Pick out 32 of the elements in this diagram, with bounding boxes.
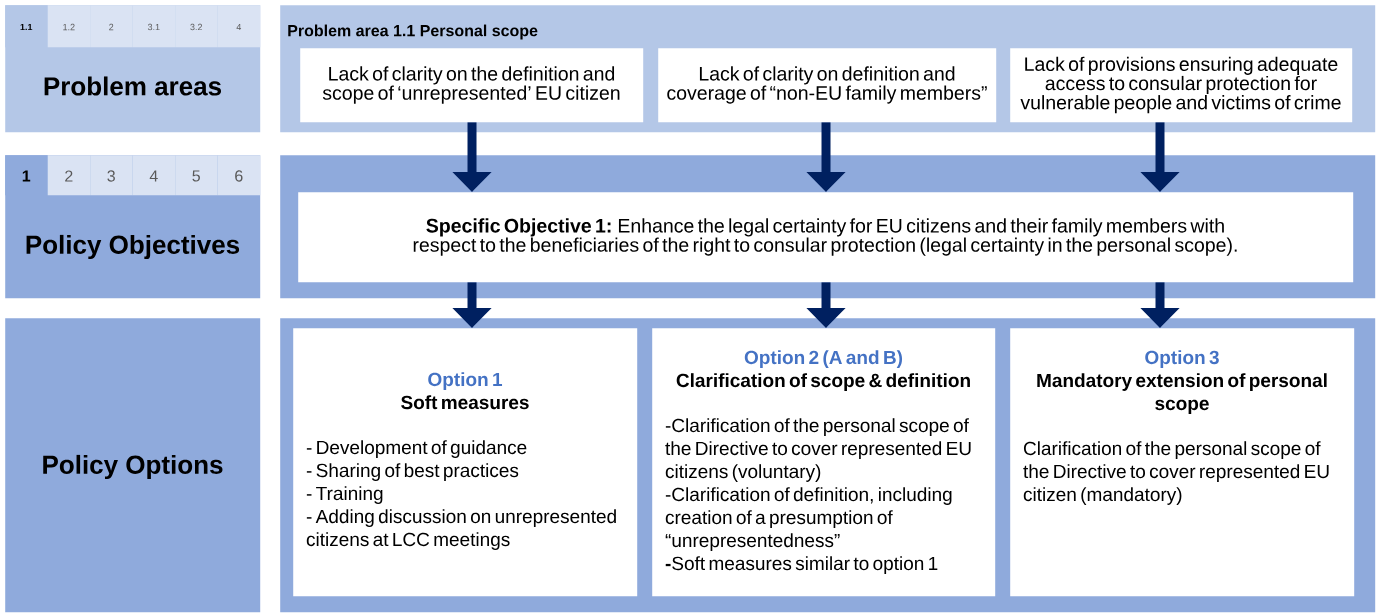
problem-box: Lack of provisions ensuring adequate access to consular protection for vulnerable people and victims of crime: [1010, 48, 1353, 123]
tab: 4: [132, 155, 176, 196]
node-label: 3: [107, 170, 115, 182]
node-label: 3.1: [147, 23, 160, 31]
objective-box: Specific Objective 1: Enhance the legal certainty for EU citizens and their family members with respect to the beneficiaries of the right to consular protection (legal certainty in the personal scope).: [298, 192, 1354, 283]
node-label: 1: [22, 170, 31, 182]
tab: 4: [217, 5, 261, 48]
tab: 1: [5, 155, 48, 196]
option-box: Option 2 (A and B) Clarification of scope & definition -Clarification of the personal scope of the Directive to cover represented EU citizens (voluntary) -Clarification of definition, including creation of a presumption of “unrepresentedness” -Soft measures similar to option 1: [652, 328, 996, 597]
node-label: 1.1: [20, 23, 33, 31]
option-box: Option 3 Mandatory extension of personal scope Clarification of the personal scope of the Directive to cover represented EU citizen (mandatory): [1010, 328, 1355, 597]
node-label: 4: [149, 170, 158, 182]
tab: 2: [47, 155, 91, 196]
tab: 3.2: [175, 5, 218, 48]
tab: 2: [90, 5, 133, 48]
tab: 1.2: [47, 5, 91, 48]
tab: 3.1: [132, 5, 176, 48]
node-label: 5: [192, 170, 200, 182]
node-label: 2: [65, 170, 73, 182]
tab: 5: [175, 155, 218, 196]
node-label: 3.2: [190, 23, 203, 31]
option-box: Option 1 Soft measures - Development of guidance - Sharing of best practices - Training - Adding discussion on unrepresented citizens at LCC meetings: [293, 328, 638, 597]
node-label: 2: [109, 23, 114, 31]
tab: 3: [90, 155, 133, 196]
tab: 6: [217, 155, 261, 196]
node-label: 6: [235, 170, 243, 182]
problem-box: Lack of clarity on definition and coverage of “non-EU family members”: [658, 48, 997, 123]
tab: 1.1: [5, 5, 48, 48]
node-label: 4: [236, 23, 242, 31]
node-label: 1.2: [63, 23, 75, 31]
row-header-panel: Policy Options: [5, 318, 261, 613]
problem-box: Lack of clarity on the definition and scope of ‘unrepresented’ EU citizen: [300, 48, 644, 123]
